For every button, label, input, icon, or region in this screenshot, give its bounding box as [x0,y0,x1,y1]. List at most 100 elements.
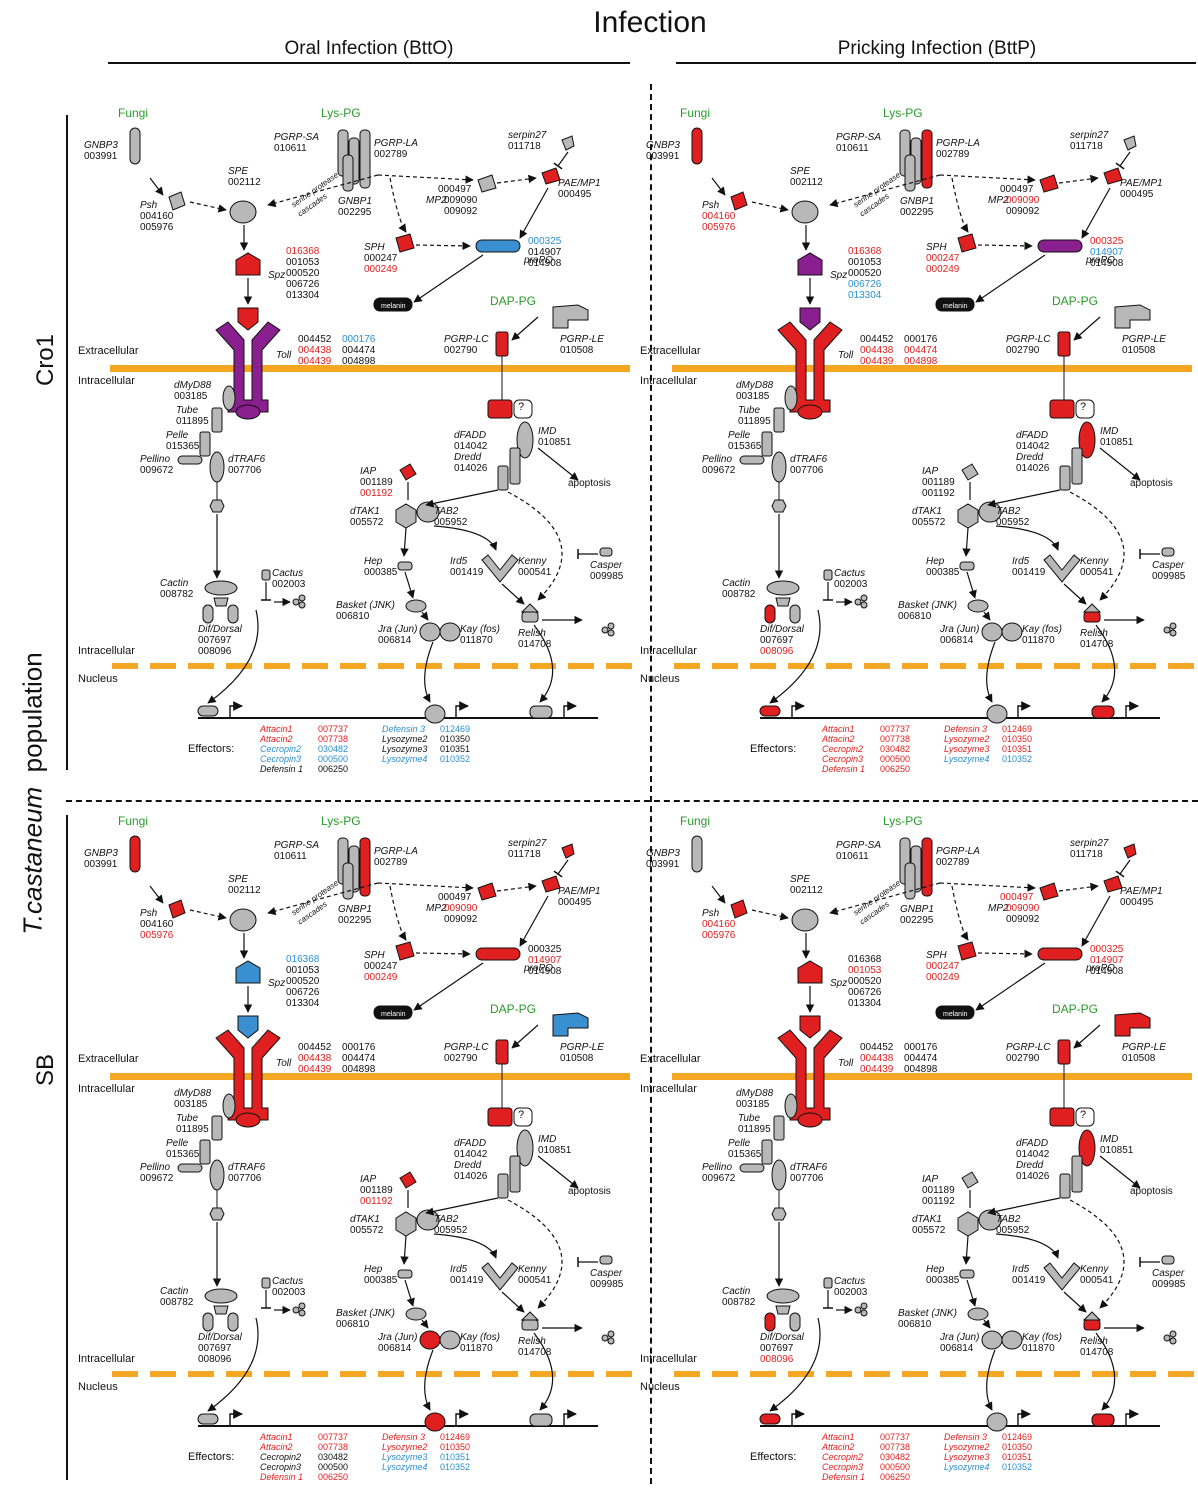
kenny-gene-id: 000541 [1080,567,1114,578]
relish-deg-3 [607,629,615,637]
toll-label: Toll [838,1058,854,1069]
nuclear-membrane-segment [1130,663,1156,669]
cactin-gene-id: 008782 [160,1297,194,1308]
nuclear-membrane-segment [674,663,700,669]
dredd-gene-id: 014026 [454,463,488,474]
pellino-shape [177,1163,203,1173]
dredd-to-relish [1069,1199,1125,1309]
imd-receptor-box [1049,1107,1075,1127]
jra-label: Jra (Jun) [940,624,980,635]
spz-ligand-shape [237,307,259,331]
basket-shape [967,599,989,613]
spz-gene-id: 006726 [848,279,882,290]
sph-gene-id: 000249 [364,972,398,983]
spe-shape [229,908,257,932]
effector-id: 010350 [1002,734,1033,744]
mp2b-gene-id: 009090 [1006,195,1040,206]
effector-name: Cecropin3 [260,1462,302,1472]
pae-label: PAE/MP1 [558,178,601,189]
propo-gene-id: 000325 [1090,944,1124,955]
pathway-diagram [110,835,632,1432]
promoter-arrow-1 [1017,701,1031,718]
propo-label: proPO [1086,963,1115,974]
relish-label: Relish [518,1336,546,1347]
promoter-arrow-2 [563,701,577,718]
psh-gene-id: 004160 [140,919,174,930]
casper-label: Casper [1152,560,1185,571]
cactin-label: Cactin [722,578,751,589]
spz-gene-id: 013304 [286,998,320,1009]
kenny-to-relish [501,583,525,605]
gnbp3-gene-id: 003991 [84,859,118,870]
mp2-label: MP2 [988,195,1009,206]
degraded-1 [854,598,862,606]
imd-to-apoptosis [537,447,579,481]
unknown-label: ? [1080,1109,1087,1121]
toll2-gene-id: 004898 [904,356,938,367]
mp2b-gene-id: 009090 [1006,903,1040,914]
dif-label: Dif/Dorsal [760,624,804,635]
melanin-label: melanin [381,303,406,310]
spe-gene-id: 002112 [228,885,261,896]
tab2-label: TAB2 [996,506,1021,517]
pgrplc-gene-id: 002790 [1006,345,1040,356]
sph-gene-id: 000247 [364,961,398,972]
species-name: T.castaneum [17,786,48,935]
relish-to-nucleus [533,624,554,703]
dif-label: Dif/Dorsal [198,624,242,635]
dif-shape [202,1312,214,1332]
tube-gene-id: 011895 [176,416,209,427]
hep-to-basket [966,571,977,599]
kenny-gene-id: 000541 [518,1275,552,1286]
dtak1-gene-id: 005572 [350,517,384,528]
jra-shape [419,622,441,642]
mp2a-gene-id: 000497 [438,184,472,195]
spz-gene-id: 001053 [848,965,882,976]
kay-shape [439,622,461,642]
fungi-label: Fungi [680,814,711,828]
effector-target-2 [424,704,446,724]
nuclear-membrane-segment [416,663,442,669]
pgrple-label: PGRP-LE [560,1042,604,1053]
iap-label: IAP [360,466,377,477]
spz-gene-id: 006726 [848,987,882,998]
cactus-bind-shape [213,597,229,607]
pgrp-le-shape [1114,1012,1151,1037]
propo-label: proPO [524,255,553,266]
effector-id: 010351 [440,1452,471,1462]
psh-shape [730,899,748,919]
effector-target-3 [1091,1413,1115,1427]
cactus-bind-shape [213,1305,229,1315]
pgrpsa-label: PGRP-SA [274,132,320,143]
basket-label: Basket (JNK) [898,1308,957,1319]
effector-target-2 [424,1412,446,1432]
pellino-label: Pellino [702,1162,733,1173]
effector-name: Attacin1 [822,1432,855,1442]
relish-deg-2 [607,1330,615,1338]
pgrp-la-shape [359,837,371,897]
dredd-to-tab2 [425,489,499,508]
effector-id: 012469 [440,724,471,734]
basket-gene-id: 006810 [336,1319,370,1330]
dtraf6-node [209,1207,225,1221]
effector-name: Defensin 3 [382,724,426,734]
apoptosis-label: apoptosis [568,478,611,489]
serpin-label: serpin27 [508,838,547,849]
spz-shape [797,252,823,276]
dtraf6-shape [209,1159,225,1191]
sph-gene-id: 000249 [926,972,960,983]
dorsal-shape [227,604,239,624]
dtak1-gene-id: 005572 [350,1225,384,1236]
relish-deg-2 [1169,622,1177,630]
unknown-box [513,1107,533,1127]
spz-ligand-shape [799,307,821,331]
basket-shape [405,1307,427,1321]
serpin-inhibits-pae-bar [553,162,563,170]
cactin-shape [204,1288,238,1304]
dtak1-to-hep [400,1235,409,1265]
dtraf6-gene-id: 007706 [790,465,824,476]
effector-name: Cecropin3 [260,754,302,764]
gnbp3-shape [129,835,141,873]
nuclear-membrane-segment [340,663,366,669]
nuclear-membrane-segment [940,663,966,669]
